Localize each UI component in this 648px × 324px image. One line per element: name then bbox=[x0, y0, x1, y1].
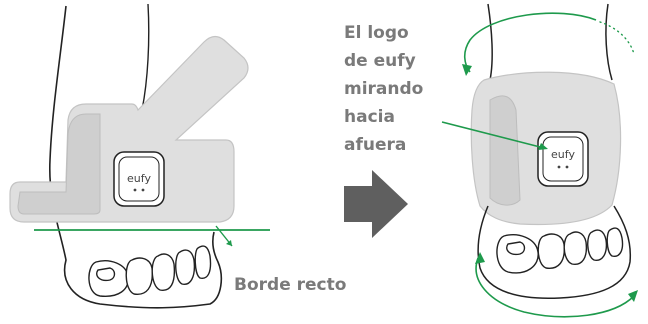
toe bbox=[194, 245, 212, 279]
sensor-led bbox=[141, 188, 145, 192]
toe bbox=[537, 233, 565, 269]
right-leg-outline bbox=[605, 3, 613, 81]
toe bbox=[606, 227, 624, 257]
left-sensor-logo: eufy bbox=[127, 172, 151, 185]
right-foot-outline bbox=[477, 205, 632, 300]
toe bbox=[125, 257, 153, 295]
sensor-led bbox=[565, 165, 569, 169]
toe bbox=[175, 249, 196, 285]
toe bbox=[587, 229, 608, 261]
right-leg-outline bbox=[487, 3, 493, 81]
left-toes bbox=[88, 245, 212, 297]
left-foot-outline bbox=[48, 5, 223, 309]
flat-sock-inner-panel bbox=[17, 113, 101, 215]
logo-pointer-arrowhead bbox=[538, 143, 548, 150]
logo-label-line: hacia bbox=[344, 107, 395, 127]
right-toes bbox=[496, 227, 624, 274]
toe bbox=[151, 253, 176, 291]
logo-label-line: de eufy bbox=[344, 51, 416, 71]
right-arrow-icon bbox=[344, 170, 408, 238]
left-leg-back bbox=[141, 3, 150, 111]
logo-label-line: afuera bbox=[344, 135, 406, 155]
straight-edge-arrowhead bbox=[226, 240, 232, 246]
right-eufy-sensor: eufy bbox=[537, 131, 589, 187]
straight-edge-label: Borde recto bbox=[234, 275, 346, 295]
right-panel: eufy bbox=[441, 3, 638, 318]
toe bbox=[88, 260, 129, 297]
curved-arrow-icon bbox=[462, 12, 635, 76]
logo-label-line: El logo bbox=[344, 23, 409, 43]
left-panel: eufy Borde recto bbox=[9, 3, 346, 309]
logo-direction-label: El logo de eufy mirando hacia afuera bbox=[344, 23, 423, 155]
toenail bbox=[96, 267, 116, 282]
right-sensor-logo: eufy bbox=[551, 148, 575, 161]
logo-pointer-line bbox=[441, 121, 545, 149]
left-eufy-sensor: eufy bbox=[113, 151, 165, 207]
sensor-led bbox=[557, 165, 561, 169]
worn-sock-inner-panel bbox=[489, 95, 521, 206]
curved-arrow-icon bbox=[475, 252, 638, 318]
toe bbox=[563, 231, 588, 265]
toenail bbox=[506, 241, 526, 256]
sensor-led bbox=[133, 188, 137, 192]
logo-label-line: mirando bbox=[344, 79, 423, 99]
